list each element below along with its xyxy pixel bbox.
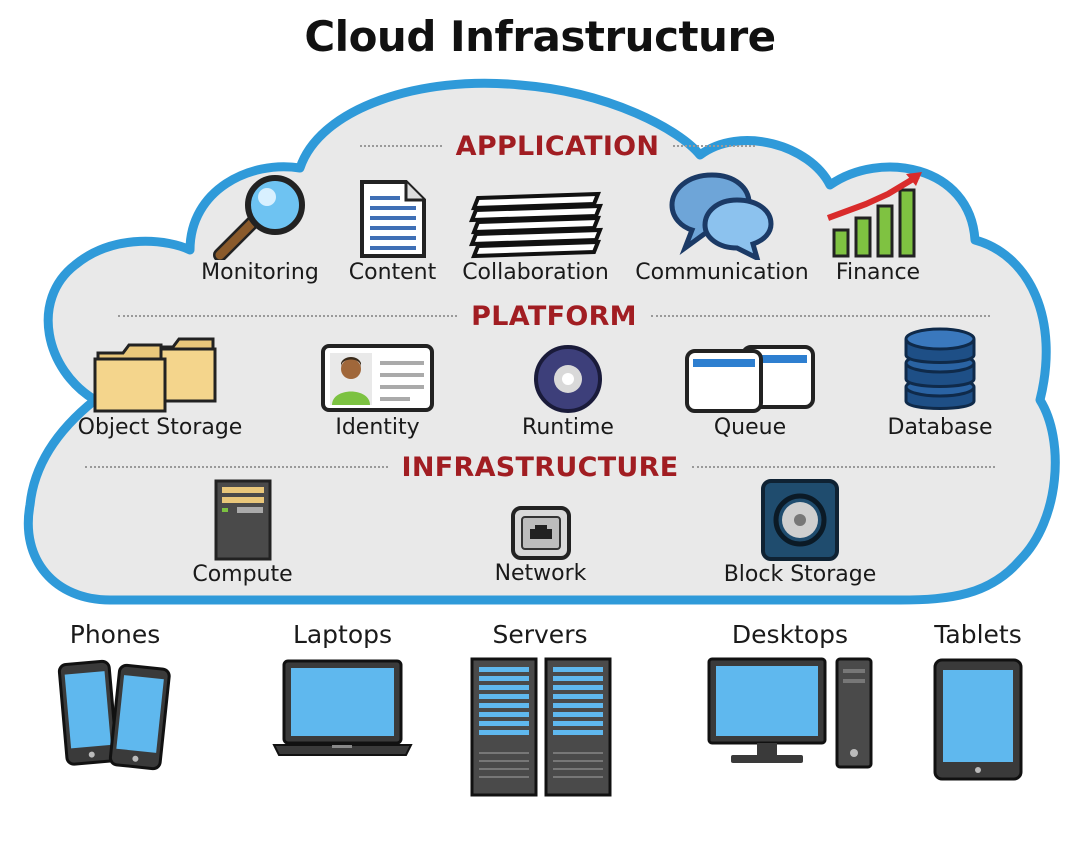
platform-runtime[interactable]: Runtime bbox=[508, 343, 628, 440]
device-label: Phones bbox=[69, 620, 161, 649]
device-laptops[interactable]: Laptops bbox=[265, 620, 420, 762]
device-tablets[interactable]: Tablets bbox=[918, 620, 1038, 782]
section-application: APPLICATION bbox=[360, 130, 755, 162]
platform-queue[interactable]: Queue bbox=[675, 343, 825, 440]
infra-block-storage[interactable]: Block Storage bbox=[720, 478, 880, 587]
divider bbox=[85, 466, 388, 468]
item-label: Runtime bbox=[522, 415, 614, 440]
device-label: Laptops bbox=[292, 620, 393, 649]
section-label: APPLICATION bbox=[455, 130, 660, 162]
item-label: Network bbox=[494, 561, 587, 586]
device-servers[interactable]: Servers bbox=[460, 620, 620, 797]
device-desktops[interactable]: Desktops bbox=[700, 620, 880, 772]
phones-icon bbox=[57, 659, 171, 771]
item-label: Communication bbox=[635, 260, 809, 285]
divider bbox=[118, 315, 458, 317]
bar-chart-icon bbox=[826, 172, 922, 258]
folders-icon bbox=[93, 337, 216, 413]
diagram-title: Cloud Infrastructure bbox=[304, 12, 776, 61]
item-label: Identity bbox=[335, 415, 420, 440]
desktop-icon bbox=[707, 657, 873, 769]
divider bbox=[650, 315, 991, 317]
divider bbox=[692, 466, 996, 468]
device-phones[interactable]: Phones bbox=[40, 620, 190, 772]
server-racks-icon bbox=[470, 657, 611, 797]
section-infrastructure: INFRASTRUCTURE bbox=[85, 451, 996, 483]
device-label: Tablets bbox=[934, 620, 1022, 649]
section-label: INFRASTRUCTURE bbox=[401, 451, 679, 483]
item-label: Monitoring bbox=[201, 260, 319, 285]
app-collaboration[interactable]: Collaboration bbox=[458, 190, 613, 285]
section-label: PLATFORM bbox=[471, 300, 637, 332]
item-label: Collaboration bbox=[462, 260, 609, 285]
item-label: Finance bbox=[835, 260, 921, 285]
divider bbox=[360, 145, 442, 147]
divider bbox=[673, 145, 755, 147]
device-label: Desktops bbox=[731, 620, 849, 649]
section-platform: PLATFORM bbox=[118, 300, 991, 332]
item-label: Content bbox=[348, 260, 437, 285]
speech-bubbles-icon bbox=[669, 172, 774, 260]
magnifier-icon bbox=[213, 175, 305, 260]
platform-object-storage[interactable]: Object Storage bbox=[75, 335, 245, 440]
server-tower-icon bbox=[214, 479, 271, 561]
network-port-icon bbox=[510, 506, 571, 560]
hard-drive-icon bbox=[761, 479, 839, 561]
item-label: Queue bbox=[713, 415, 787, 440]
infra-compute[interactable]: Compute bbox=[180, 478, 305, 587]
item-label: Object Storage bbox=[77, 415, 243, 440]
item-label: Block Storage bbox=[723, 562, 877, 587]
platform-database[interactable]: Database bbox=[880, 325, 1000, 440]
tablet-icon bbox=[933, 658, 1023, 781]
laptop-icon bbox=[272, 659, 413, 756]
app-content[interactable]: Content bbox=[340, 178, 445, 285]
stacked-papers-icon bbox=[468, 191, 603, 259]
app-monitoring[interactable]: Monitoring bbox=[195, 175, 325, 285]
platform-identity[interactable]: Identity bbox=[315, 343, 440, 440]
disc-icon bbox=[534, 345, 602, 413]
device-label: Servers bbox=[492, 620, 588, 649]
queue-windows-icon bbox=[684, 345, 815, 413]
item-label: Compute bbox=[192, 562, 293, 587]
app-communication[interactable]: Communication bbox=[632, 170, 812, 285]
id-card-icon bbox=[321, 344, 434, 412]
app-finance[interactable]: Finance bbox=[818, 168, 938, 285]
infra-network[interactable]: Network bbox=[478, 505, 603, 586]
database-icon bbox=[904, 327, 976, 410]
document-icon bbox=[359, 180, 426, 258]
item-label: Database bbox=[887, 415, 993, 440]
